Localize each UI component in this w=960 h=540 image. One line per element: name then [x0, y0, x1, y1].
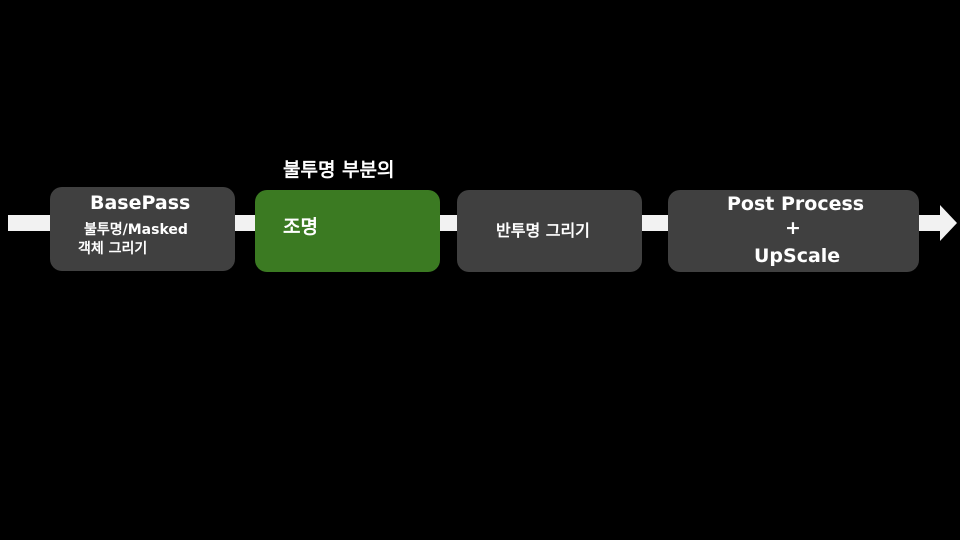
stage-post-process: Post Process + UpScale: [668, 190, 919, 272]
lighting-caption: 불투명 부분의: [283, 159, 395, 181]
stage-translucent: 반투명 그리기: [457, 190, 642, 272]
stage-post-line-1: Post Process: [727, 193, 865, 215]
stage-post-line-3: UpScale: [754, 245, 841, 267]
pipeline-arrow-head-icon: [940, 205, 957, 241]
stage-basepass-line-1: 불투명/Masked: [84, 222, 188, 238]
stage-translucent-label: 반투명 그리기: [496, 221, 590, 240]
stage-lighting: 조명: [255, 190, 440, 272]
stage-basepass-title: BasePass: [90, 192, 191, 214]
stage-basepass-line-2: 객체 그리기: [78, 241, 148, 257]
stage-basepass: BasePass 불투명/Masked 객체 그리기: [50, 187, 235, 271]
stage-lighting-label: 조명: [283, 216, 318, 238]
stage-post-line-2: +: [785, 217, 801, 239]
